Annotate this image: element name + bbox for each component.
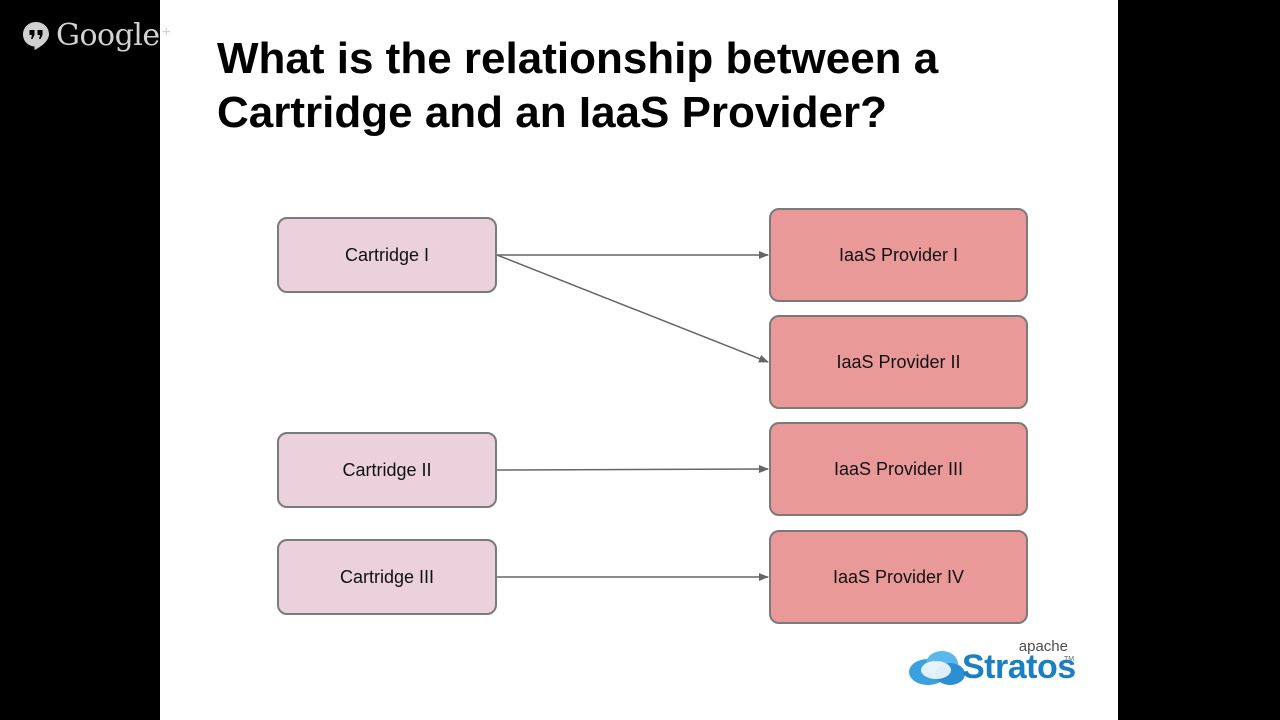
google-plus-watermark: Google + — [22, 18, 171, 53]
cloud-icon — [909, 651, 965, 685]
cartridge-box: Cartridge II — [277, 432, 497, 508]
iaas-provider-label: IaaS Provider IV — [832, 566, 965, 587]
logo-apache-text: apache — [1018, 638, 1068, 655]
hangouts-quote-icon — [23, 21, 49, 50]
cartridge-box: Cartridge I — [277, 217, 497, 293]
iaas-provider-box: IaaS Provider I — [769, 208, 1028, 302]
cartridge-label: Cartridge I — [344, 244, 430, 265]
diagram-arrows — [496, 251, 769, 581]
iaas-provider-label: IaaS Provider I — [838, 244, 959, 265]
cartridge-box: Cartridge III — [277, 539, 497, 615]
slide-title: What is the relationship between a Cartr… — [217, 34, 939, 137]
logo-stratos-text: Stratos — [962, 648, 1076, 686]
watermark-text: Google — [56, 18, 160, 53]
arrow-c2-to-p3 — [496, 465, 769, 474]
watermark-plus: + — [161, 23, 171, 41]
iaas-provider-label: IaaS Provider II — [836, 351, 961, 372]
iaas-provider-box: IaaS Provider III — [769, 422, 1028, 516]
logo-trademark: TM — [1064, 656, 1075, 663]
cartridge-label: Cartridge II — [342, 459, 432, 480]
iaas-provider-label: IaaS Provider III — [833, 458, 964, 479]
arrow-c1-to-p2 — [496, 254, 769, 363]
iaas-provider-box: IaaS Provider IV — [769, 530, 1028, 624]
relationship-diagram: Cartridge I Cartridge II Cartridge III I… — [160, 0, 1118, 720]
apache-stratos-logo: apache Stratos TM — [906, 636, 1076, 692]
right-black-bar — [1118, 0, 1280, 720]
iaas-provider-box: IaaS Provider II — [769, 315, 1028, 409]
cartridge-label: Cartridge III — [339, 566, 435, 587]
presentation-slide: What is the relationship between a Cartr… — [160, 0, 1118, 720]
